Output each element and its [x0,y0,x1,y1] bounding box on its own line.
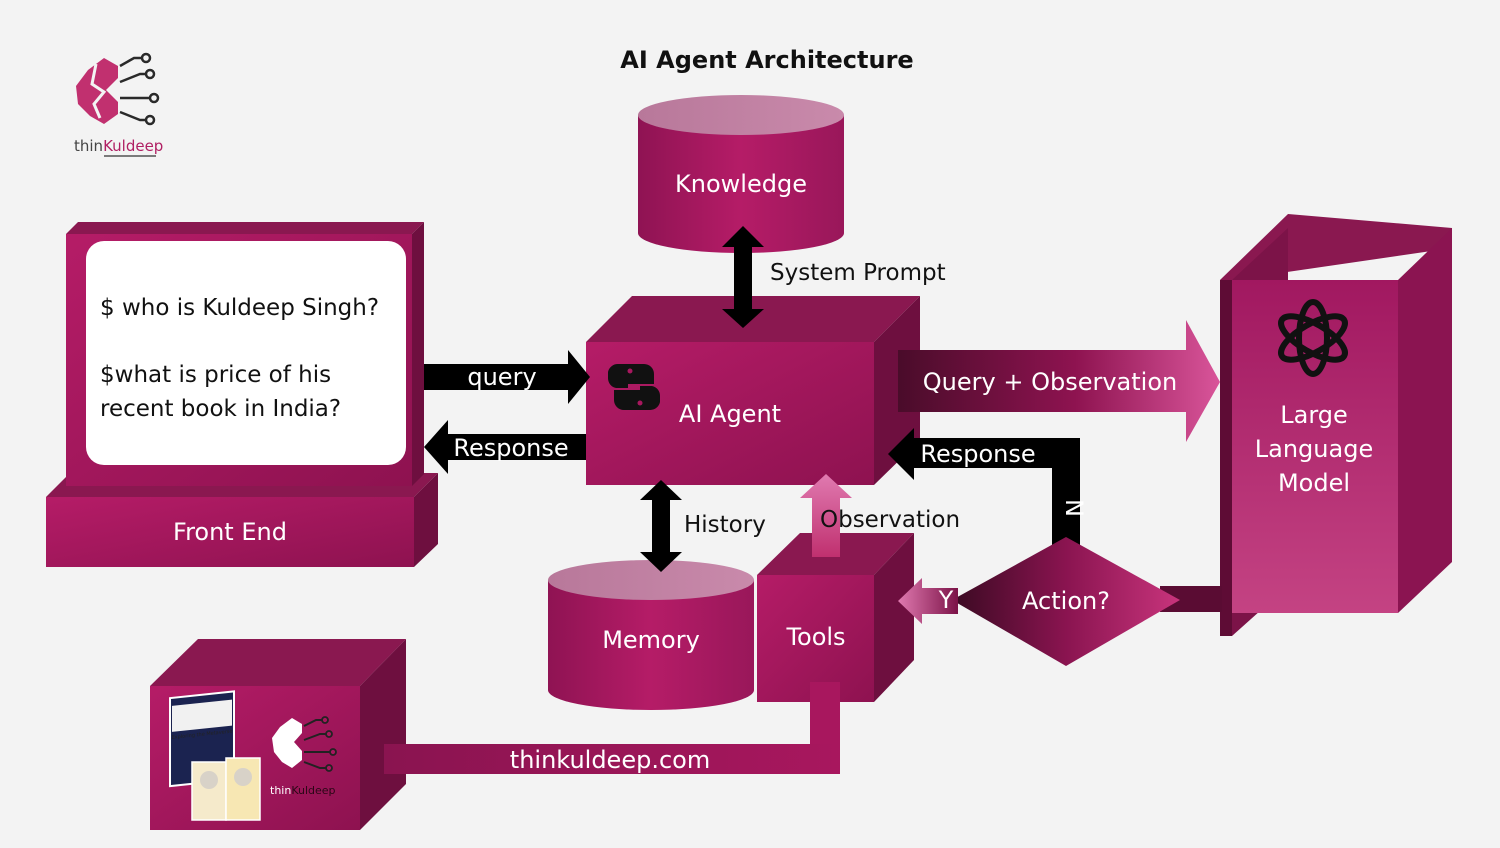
yes-label: Y [938,586,954,614]
screen-line-2: $what is price of his [100,362,331,388]
response-llm-label: Response [920,440,1035,468]
yes-arrow: Y [898,578,958,624]
brand-logo: thinKuldeep [74,52,163,157]
tools-label: Tools [785,623,845,651]
observation-arrow: Observation [800,474,960,557]
llm-label-line-3: Model [1278,469,1350,497]
tools-block: Tools [757,533,914,702]
screen-line-1: $ who is Kuldeep Singh? [100,295,379,321]
system-prompt-label: System Prompt [770,260,946,286]
response-front-label: Response [453,434,568,462]
action-decision: Action? [952,537,1180,666]
small-brain-circuit-icon [272,716,337,772]
memory-store: Memory [548,560,754,710]
knowledge-label: Knowledge [675,170,807,198]
book-cover-image: Exploring the Metaverse [169,690,261,821]
logo-wordmark: thinKuldeep [74,137,163,155]
small-logo-wordmark: thinKuldeep [270,784,336,797]
llm-label-line-2: Language [1255,435,1373,463]
knowledge-store: Knowledge [638,95,844,253]
memory-label: Memory [602,626,700,654]
front-end-block: Front End $ who is Kuldeep Singh? $what … [46,222,438,567]
brain-circuit-icon [76,52,160,126]
screen-line-3: recent book in India? [100,396,341,422]
action-label: Action? [1022,587,1110,615]
ai-agent-block: AI Agent [586,296,920,485]
llm-label-line-1: Large [1280,401,1348,429]
query-observation-arrow: Query + Observation [898,320,1220,442]
response-llm-arrow: Response N [888,428,1088,546]
diagram-title: AI Agent Architecture [620,46,913,74]
no-label: N [1060,499,1088,517]
query-arrow: query [424,350,590,404]
history-label: History [684,512,766,538]
openai-icon [1278,299,1348,377]
observation-label: Observation [820,507,960,533]
history-arrow: History [640,480,766,572]
system-prompt-arrow: System Prompt [722,226,946,328]
website-block: Exploring the Metaverse thinKuldee [150,639,406,830]
query-observation-label: Query + Observation [923,368,1177,396]
front-end-label: Front End [173,518,287,546]
response-front-arrow: Response [424,420,586,474]
python-icon [607,363,661,411]
ai-agent-label: AI Agent [679,400,781,428]
front-end-screen [86,241,406,465]
website-connector: thinkuldeep.com [384,682,840,774]
llm-block: Large Language Model [1220,214,1452,636]
website-url-label: thinkuldeep.com [510,746,710,774]
query-label: query [467,363,536,391]
